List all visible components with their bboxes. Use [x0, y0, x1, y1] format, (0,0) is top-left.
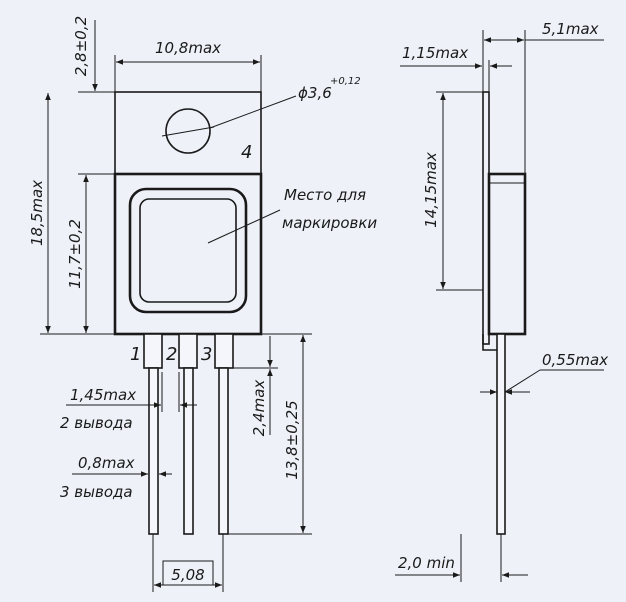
lead-3	[218, 367, 229, 535]
pitch-box	[162, 560, 214, 586]
marking-label-2: маркировки	[282, 214, 377, 232]
mounting-tab	[114, 91, 262, 175]
lead-width-label: 1,45max	[70, 386, 136, 404]
pin-label-3: 3	[201, 344, 212, 365]
lead-thin-label: 0,55max	[542, 351, 608, 369]
lead-1-neck	[143, 333, 163, 369]
front-view: 1 2 3 4 10,8max 2,8±0,2 18,5max 11,7±0,2…	[28, 16, 377, 592]
marking-area-inner	[139, 198, 237, 303]
tab-height-label: 2,8±0,2	[72, 16, 90, 76]
hole-leader	[209, 95, 297, 129]
side-lead	[496, 333, 506, 535]
lead-length-label: 13,8±0,25	[283, 400, 301, 479]
hole-label: ϕ3,6	[298, 84, 332, 102]
depth-label: 5,1max	[542, 20, 599, 38]
marking-leader	[207, 209, 281, 244]
lead-thick-note: 3 вывода	[60, 483, 133, 501]
lead-2-neck	[178, 333, 198, 369]
side-height-label: 14,15max	[422, 152, 440, 228]
pin-label-1: 1	[130, 344, 141, 365]
lead-thick-label: 0,8max	[78, 454, 135, 472]
marking-area-outer	[128, 187, 248, 314]
side-body	[487, 172, 527, 336]
lead-thin-leader	[504, 369, 541, 393]
lead-3-neck	[214, 333, 234, 369]
side-view: 5,1max 1,15max 14,15max 0,55max 2,0 min	[395, 20, 608, 582]
pin-label-2: 2	[166, 344, 177, 365]
width-label: 10,8max	[155, 39, 221, 57]
body-height-label: 11,7±0,2	[66, 219, 84, 289]
lead-width-note: 2 вывода	[60, 414, 133, 432]
tab-thick-label: 1,15max	[402, 44, 468, 62]
tab-pin-label: 4	[241, 142, 252, 163]
side-lead-bend	[482, 334, 497, 351]
total-height-label: 18,5max	[28, 180, 46, 246]
offset-label: 2,0 min	[398, 554, 455, 572]
hole-tol-label: +0,12	[330, 76, 361, 87]
mounting-hole	[165, 108, 211, 154]
pitch-label: 5,08	[171, 566, 204, 584]
lead-2	[183, 367, 194, 535]
lead-1	[148, 367, 159, 535]
hole-center-line	[161, 126, 215, 137]
marking-label-1: Место для	[284, 186, 366, 204]
lead-short-label: 2,4max	[250, 380, 268, 437]
